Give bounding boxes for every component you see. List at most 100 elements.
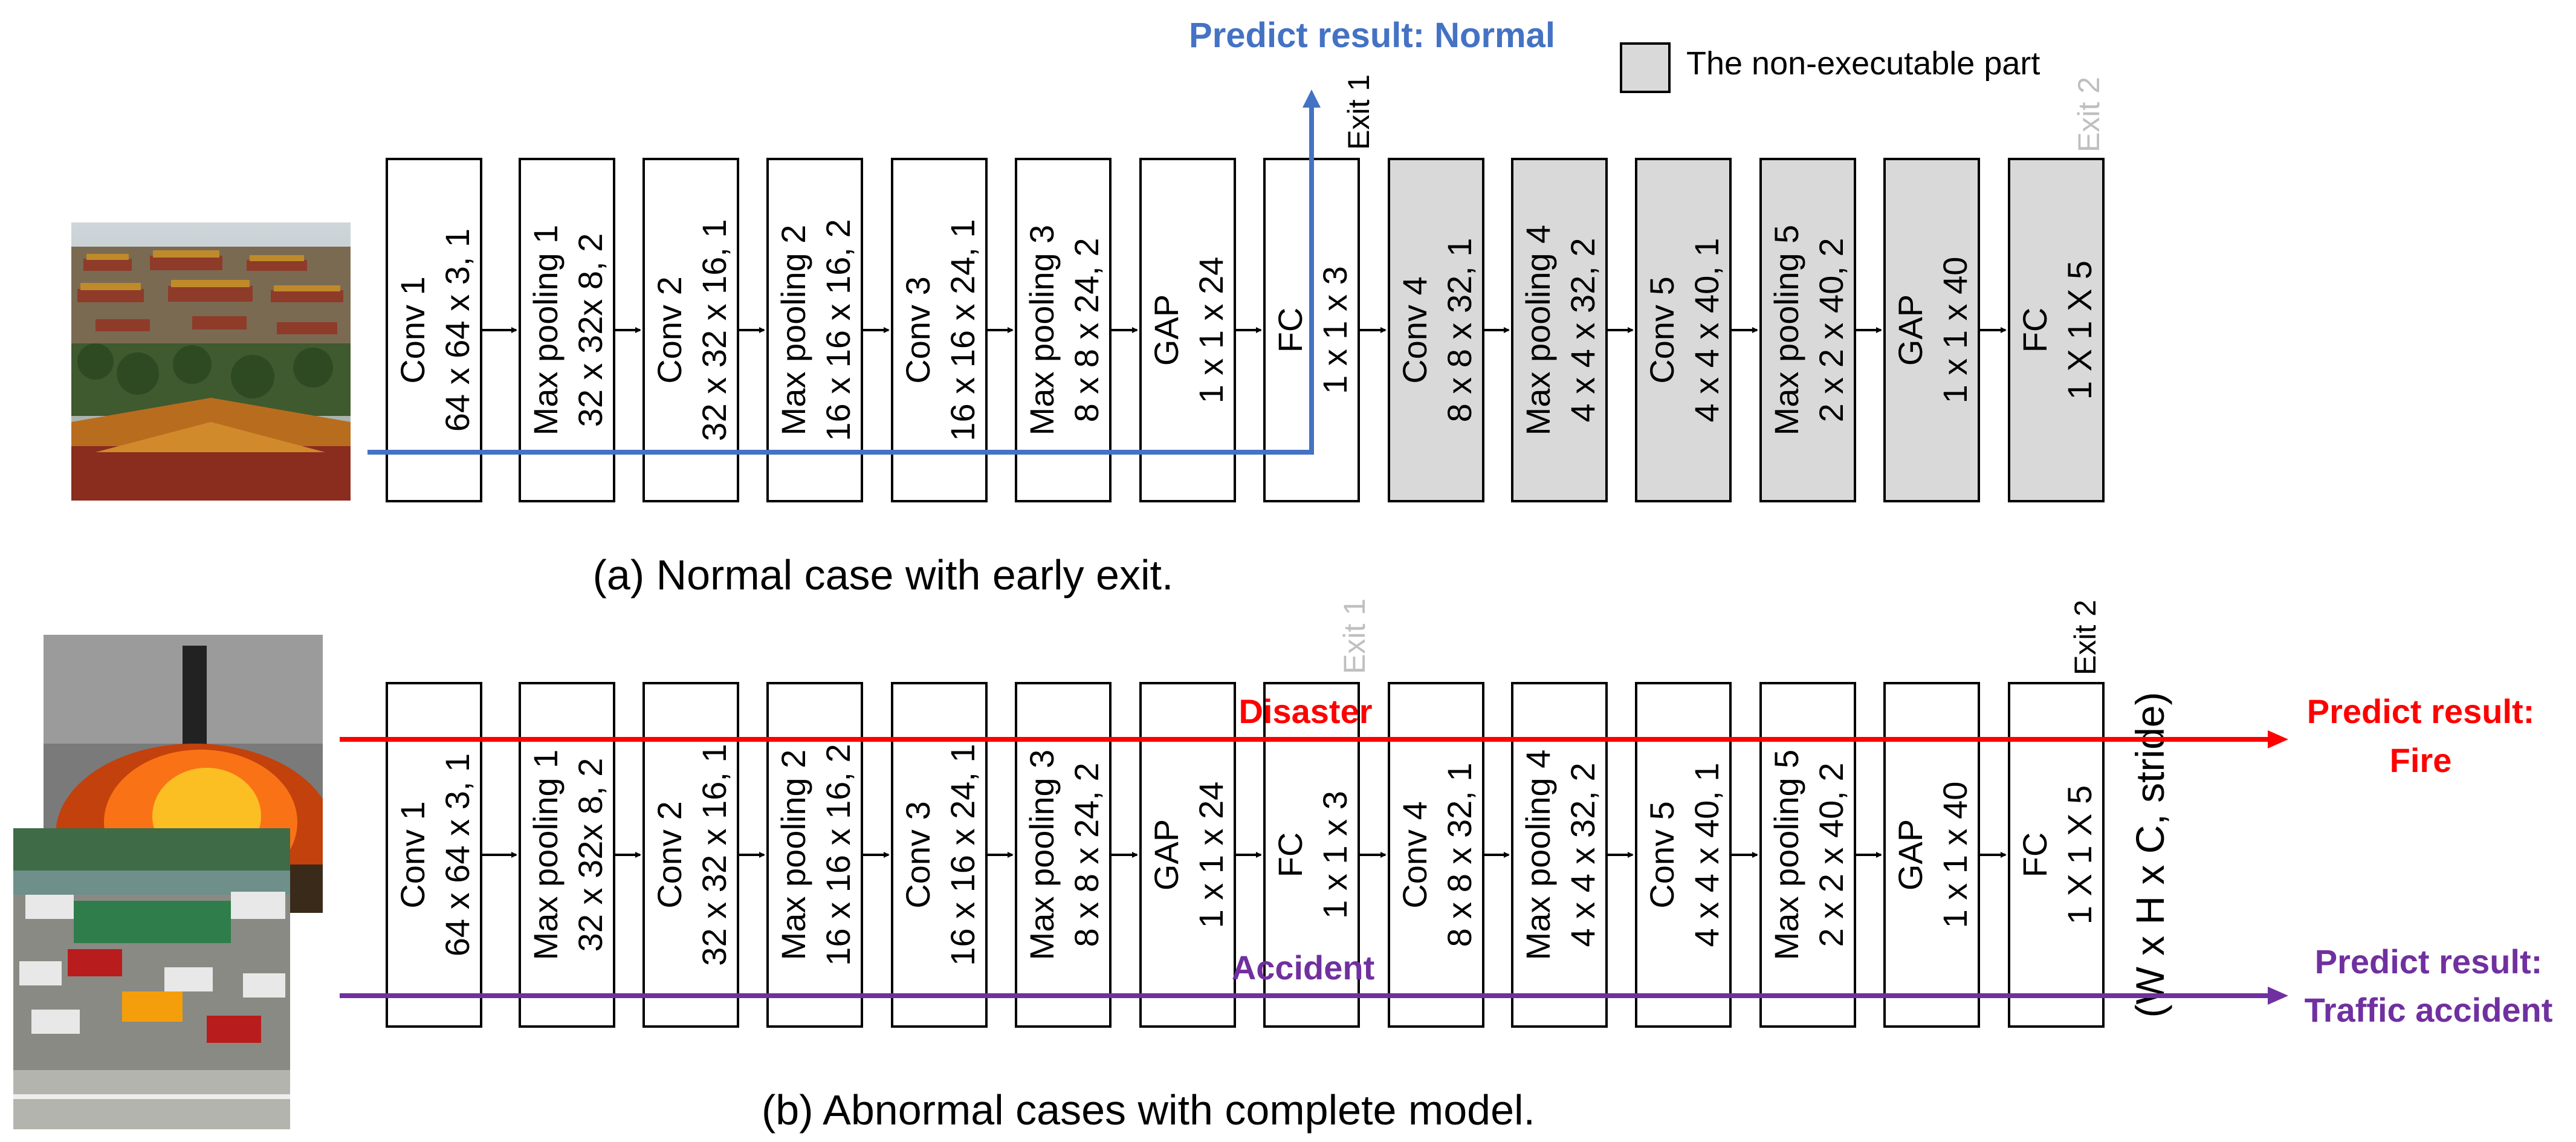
layer-name: GAP [1147,294,1185,366]
layer-name: FC [1271,308,1309,353]
layer-name: Max pooling 1 [526,750,565,961]
layer-name: Max pooling 5 [1767,225,1805,436]
layer-dims: 16 x 16 x 16, 2 [819,744,857,965]
layer-dims: 32 x 32x 8, 2 [571,233,609,427]
layer-name: Max pooling 4 [1519,225,1557,436]
layer-name: Conv 2 [650,276,688,383]
layer-box [766,158,863,502]
layer-dims: 8 x 8 x 32, 1 [1440,762,1478,947]
fire-result-line1: Predict result: [2307,692,2535,730]
layer-dims: 1 x 1 x 3 [1316,791,1354,919]
fire-result-line2: Fire [2390,741,2452,779]
accident-arrowhead [2268,987,2288,1005]
predict-result-normal: Predict result: Normal [1189,16,1555,55]
layer-name: Conv 3 [899,801,937,908]
exit1-label-b: Exit 1 [1338,599,1371,674]
exit1-label-a: Exit 1 [1342,74,1376,150]
svg-text:Exit 1: Exit 1 [1342,74,1376,150]
layer-name: FC [1271,832,1309,878]
svg-text:Exit 2: Exit 2 [2072,77,2106,152]
traffic-result-line1: Predict result: [2315,942,2543,981]
layer-dims: 1 x 1 x 24 [1192,782,1230,929]
traffic-result-line2: Traffic accident [2305,991,2553,1029]
layer-dims: 4 x 4 x 40, 1 [1688,762,1726,947]
layer-name: GAP [1891,294,1929,366]
layer-dims: 2 x 2 x 40, 2 [1812,238,1850,422]
layer-box [1883,158,1980,502]
layer-name: Max pooling 3 [1023,750,1061,961]
svg-text:Exit 1: Exit 1 [1338,599,1371,674]
layer-name: FC [2016,308,2054,353]
layer-box [1511,158,1608,502]
disaster-label: Disaster [1238,692,1372,730]
layer-box [1015,158,1112,502]
layer-name: Conv 5 [1643,801,1681,908]
layer-dims: 32 x 32 x 16, 1 [695,744,733,965]
svg-text:(W x H x C, stride): (W x H x C, stride) [2128,692,2172,1018]
layer-name: Max pooling 1 [526,225,565,436]
layer-name: Conv 3 [899,276,937,383]
exit2-label-a: Exit 2 [2072,77,2106,152]
layer-dims: 8 x 8 x 24, 2 [1067,238,1105,422]
legend: The non-executable part [1620,42,2164,97]
layer-dims: 4 x 4 x 40, 1 [1688,238,1726,422]
layer-dims: 2 x 2 x 40, 2 [1812,762,1850,947]
layer-name: Conv 5 [1643,276,1681,383]
layer-dims: 64 x 64 x 3, 1 [438,753,476,956]
layer-dims: 8 x 8 x 32, 1 [1440,238,1478,422]
traffic-accident-photo [13,828,290,1129]
layer-dims: 64 x 64 x 3, 1 [438,229,476,432]
layer-dims: 16 x 16 x 24, 1 [943,219,982,441]
layer-dims: 8 x 8 x 24, 2 [1067,762,1105,947]
layer-name: Max pooling 2 [774,750,812,961]
layer-dims: 1 x 1 x 40 [1936,257,1974,404]
svg-text:Exit 2: Exit 2 [2068,600,2102,675]
layer-box [386,158,482,502]
layer-box [1759,158,1856,502]
caption-a: (a) Normal case with early exit. [593,551,1174,599]
early-exit-path [367,106,1314,455]
caption-b: (b) Abnormal cases with complete model. [762,1086,1535,1134]
layer-box [1139,158,1236,502]
accident-label: Accident [1232,949,1375,987]
layer-dims: 1 x 1 x 40 [1936,782,1974,929]
layer-dims: 16 x 16 x 24, 1 [943,744,982,965]
disaster-arrowhead [2268,730,2288,748]
layer-name: GAP [1147,819,1185,891]
layer-name: Conv 1 [393,276,432,383]
layer-name: Max pooling 4 [1519,750,1557,961]
layer-dims: 32 x 32x 8, 2 [571,758,609,952]
layer-box [891,158,988,502]
layer-dims: 16 x 16 x 16, 2 [819,219,857,441]
layer-dims: 4 x 4 x 32, 2 [1564,762,1602,947]
layer-name: Max pooling 2 [774,225,812,436]
layer-dims: 4 x 4 x 32, 2 [1564,238,1602,422]
layer-name: GAP [1891,819,1929,891]
